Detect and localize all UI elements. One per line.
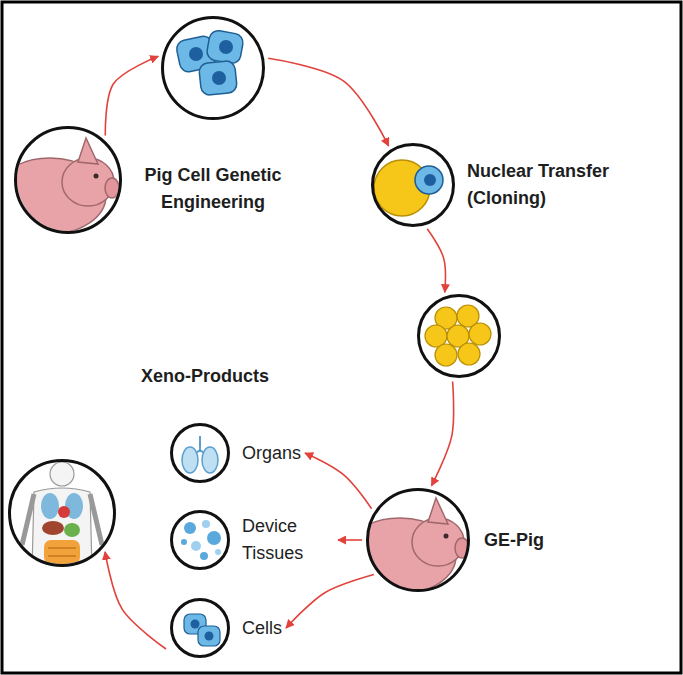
human-body-icon: [22, 462, 102, 570]
pig-cells-icon: [175, 29, 244, 96]
process-circle: Nuclear Transfer (Cloning): [371, 143, 662, 227]
process-circle: Pig Cell Genetic Engineering: [126, 16, 301, 216]
process-circle: Cells: [170, 598, 282, 658]
circle-outline: [417, 294, 501, 378]
circle-outline: [170, 423, 230, 483]
circle-outline: [170, 510, 230, 570]
flow-arrow: [427, 229, 445, 293]
node-label: Cells: [242, 615, 282, 642]
node-label: Device Tissues: [242, 513, 334, 567]
flow-arrow: [338, 539, 362, 541]
group-heading: Xeno-Products: [141, 366, 269, 387]
lungs-icon: [182, 436, 218, 473]
node-label: GE-Pig: [484, 527, 544, 554]
flow-arrow: [105, 552, 166, 649]
node-label: Pig Cell Genetic Engineering: [126, 162, 301, 216]
circle-outline: [14, 126, 122, 234]
node-label: Nuclear Transfer (Cloning): [467, 158, 662, 212]
circle-outline: [8, 459, 116, 567]
circle-outline: [371, 143, 455, 227]
flow-arrow: [286, 574, 374, 628]
flow-arrow: [268, 58, 388, 146]
circle-outline: [366, 488, 470, 592]
node-label: Organs: [242, 440, 301, 467]
flow-arrow: [432, 382, 454, 486]
process-circle: [8, 459, 116, 567]
circle-outline: [161, 16, 265, 120]
process-circle: [417, 294, 501, 378]
ge-pig-icon: [344, 498, 469, 594]
circle-outline: [170, 598, 230, 658]
process-circle: Device Tissues: [170, 510, 334, 570]
cells-icon: [184, 614, 220, 646]
nuclear-transfer-icon: [374, 160, 443, 216]
pig-icon: [0, 138, 119, 234]
process-circle: [14, 126, 122, 234]
flow-arrow: [305, 453, 372, 509]
process-circle: GE-Pig: [366, 488, 544, 592]
tissue-dots-icon: [181, 520, 221, 560]
process-circle: Organs: [170, 423, 301, 483]
embryo-icon: [425, 305, 491, 366]
flow-arrow: [105, 56, 158, 135]
